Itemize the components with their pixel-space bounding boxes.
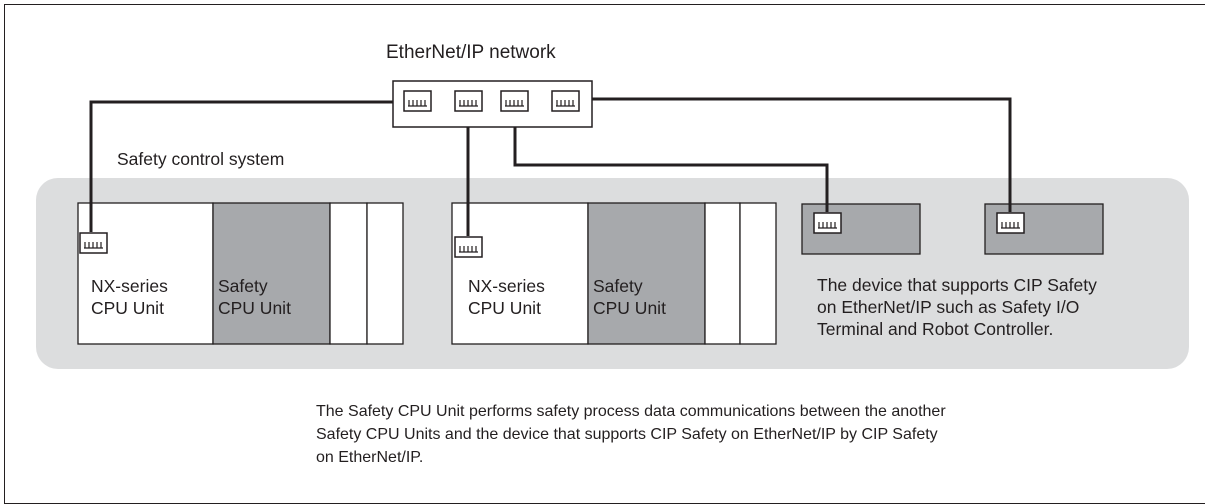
device-description-line-2: on EtherNet/IP such as Safety I/O — [817, 297, 1080, 317]
cable-to-device-1 — [513, 114, 829, 212]
device-1-port-icon — [813, 212, 842, 234]
switch-port-1-icon — [403, 90, 432, 112]
footer-note-line-1: The Safety CPU Unit performs safety proc… — [316, 403, 946, 420]
cable-to-device-2 — [592, 97, 1012, 212]
cpu-unit-2 — [451, 202, 589, 345]
safety-cpu-unit-1 — [212, 202, 331, 345]
io-unit-1a — [329, 202, 368, 345]
cpu-unit-1-label-line-1: NX-series — [91, 276, 168, 296]
network-cables — [89, 97, 1012, 236]
switch-port-4-icon — [551, 90, 580, 112]
safety-cpu-unit-1-label: Safety CPU Unit — [218, 275, 291, 319]
safety-cpu-unit-2-label-line-2: CPU Unit — [593, 298, 666, 318]
cpu-2-port-icon — [454, 236, 483, 258]
cpu-1-port-icon — [79, 232, 108, 254]
cpu-unit-2-label-line-1: NX-series — [468, 276, 545, 296]
io-unit-2b — [739, 202, 777, 345]
footer-note: The Safety CPU Unit performs safety proc… — [316, 400, 946, 469]
io-unit-2a — [704, 202, 741, 345]
device-2-port-icon — [996, 212, 1025, 234]
footer-note-line-3: on EtherNet/IP. — [316, 449, 424, 466]
network-label: EtherNet/IP network — [386, 42, 556, 63]
system-label: Safety control system — [117, 149, 285, 169]
footer-note-line-2: Safety CPU Units and the device that sup… — [316, 426, 938, 443]
safety-cpu-unit-2 — [587, 202, 706, 345]
safety-cpu-unit-1-label-line-1: Safety — [218, 276, 268, 296]
network-diagram — [36, 80, 1189, 369]
io-unit-1b — [366, 202, 404, 345]
safety-cpu-unit-2-label: Safety CPU Unit — [593, 275, 666, 319]
cpu-unit-1 — [77, 202, 214, 345]
switch-port-2-icon — [454, 90, 483, 112]
ethernet-port-icons — [79, 90, 1025, 258]
device-description: The device that supports CIP Safety on E… — [817, 274, 1097, 340]
cpu-unit-2-label-line-2: CPU Unit — [468, 298, 541, 318]
cpu-unit-1-label: NX-series CPU Unit — [91, 275, 168, 319]
safety-cpu-unit-2-label-line-1: Safety — [593, 276, 643, 296]
device-description-line-1: The device that supports CIP Safety — [817, 275, 1097, 295]
cpu-unit-1-label-line-2: CPU Unit — [91, 298, 164, 318]
cpu-unit-2-label: NX-series CPU Unit — [468, 275, 545, 319]
switch-port-3-icon — [500, 90, 529, 112]
safety-cpu-unit-1-label-line-2: CPU Unit — [218, 298, 291, 318]
device-description-line-3: Terminal and Robot Controller. — [817, 319, 1054, 339]
cable-to-cpu-1 — [89, 100, 393, 232]
